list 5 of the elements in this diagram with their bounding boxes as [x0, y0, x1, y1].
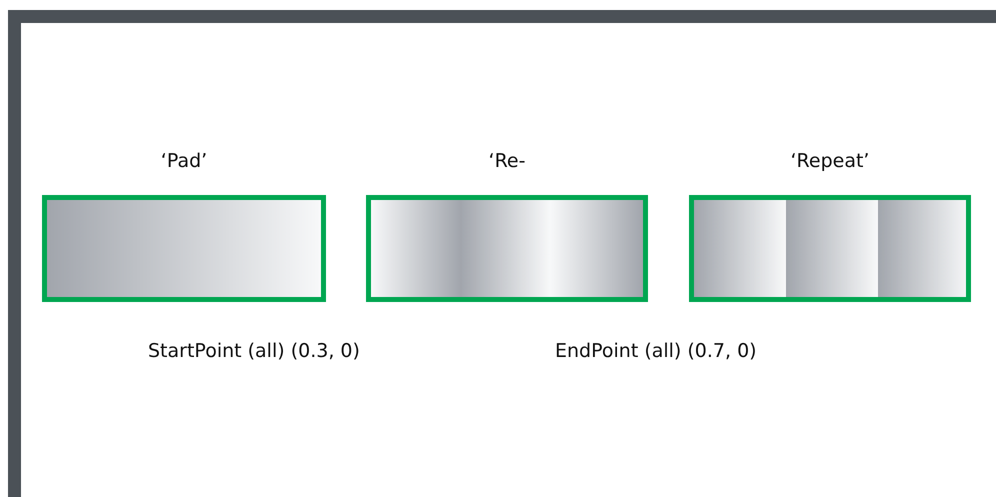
point-caption: StartPoint (all) (0.3, 0) — [148, 340, 360, 362]
point-caption: EndPoint (all) (0.7, 0) — [555, 340, 757, 362]
spread-method-label: ‘Re- — [488, 150, 526, 172]
spread-method-label: ‘Repeat’ — [790, 150, 870, 172]
spread-method-label: ‘Pad’ — [160, 150, 208, 172]
